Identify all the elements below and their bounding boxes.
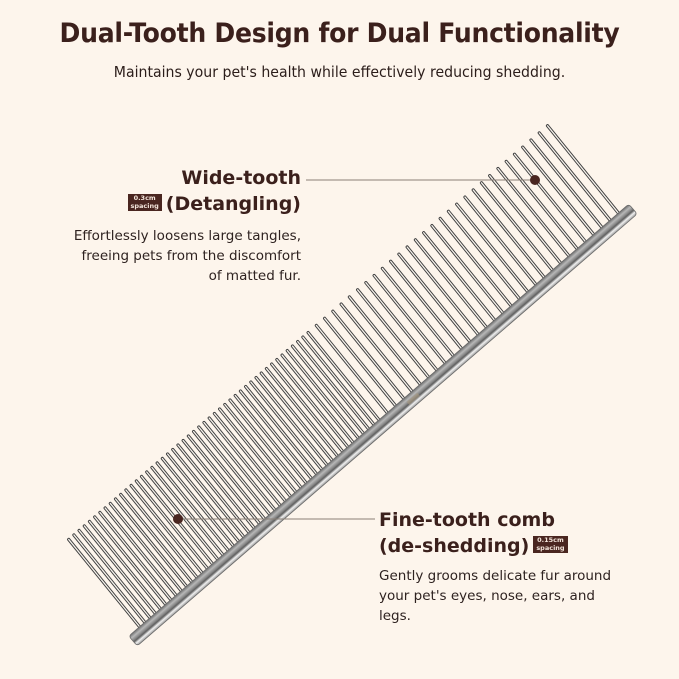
fine-tooth-subheading: (de-shedding) 0.15cm spacing: [379, 533, 572, 559]
badge-label: spacing: [536, 543, 565, 552]
fine-desc-line-3: legs.: [379, 608, 411, 624]
wide-tooth-title: Wide-tooth: [181, 167, 301, 189]
fine-tooth-purpose: (de-shedding): [379, 535, 530, 557]
fine-tooth-description: Gently grooms delicate fur around your p…: [379, 566, 649, 626]
wide-tooth-description: Effortlessly loosens large tangles, free…: [41, 226, 301, 286]
wide-desc-line-3: of matted fur.: [208, 268, 301, 284]
spacing-badge-fine: 0.15cm spacing: [533, 536, 568, 553]
page-title: Dual-Tooth Design for Dual Functionality: [59, 18, 620, 49]
wide-tooth-heading: Wide-tooth: [181, 165, 301, 191]
fine-tooth-marker-dot: [173, 514, 183, 524]
fine-tooth-title: Fine-tooth comb: [379, 509, 555, 531]
comb-spine: [129, 204, 637, 646]
fine-desc-line-2: your pet's eyes, nose, ears, and: [379, 588, 595, 604]
fine-tooth-heading: Fine-tooth comb: [379, 507, 555, 533]
wide-tooth-marker-dot: [530, 175, 540, 185]
wide-desc-line-1: Effortlessly loosens large tangles,: [73, 228, 301, 244]
badge-label: spacing: [130, 201, 159, 210]
wide-desc-line-2: freeing pets from the discomfort: [81, 248, 301, 264]
spacing-badge-wide: 0.3cm spacing: [127, 194, 162, 211]
badge-value: 0.15cm: [537, 536, 564, 544]
comb-teeth: [67, 124, 626, 636]
wide-tooth-purpose: (Detangling): [165, 193, 301, 215]
fine-desc-line-1: Gently grooms delicate fur around: [379, 568, 612, 584]
callout-connectors: [173, 175, 540, 524]
page-subtitle: Maintains your pet's health while effect…: [113, 63, 566, 81]
badge-value: 0.3cm: [133, 194, 156, 202]
wide-tooth-subheading: 0.3cm spacing (Detangling): [124, 191, 301, 217]
